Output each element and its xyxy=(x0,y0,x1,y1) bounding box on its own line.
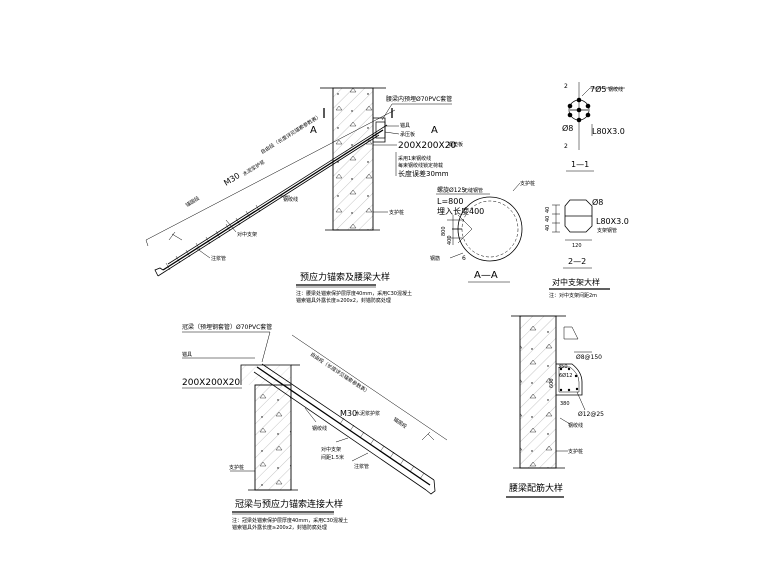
waist-beam-rebar-detail: Ø8@150 350 6Ø12 600 380 Ø12@25 钢绞线 支护桩 腰… xyxy=(506,315,604,498)
pipe-label-2: 注浆管 xyxy=(354,463,369,470)
s11-steel: L80X3.0 xyxy=(592,127,625,136)
spacer-detail-note: 注：对中支架间距2m xyxy=(549,292,597,299)
s22-h3: 40 xyxy=(545,225,551,231)
pvc-label-2: 冠梁（预埋钢套管）Ø70PVC套管 xyxy=(182,323,272,331)
wall-label-2: 支护桩 xyxy=(229,464,244,471)
strand-label-2: 钢绞线 xyxy=(312,425,327,432)
detail-2-crown-beam: 冠梁（预埋钢套管）Ø70PVC套管 锚具 200X200X20 M30 水泥浆护… xyxy=(182,323,448,531)
s22-title: 2—2 xyxy=(568,257,586,266)
anchor-seg-label-1: 锚固段 xyxy=(184,195,200,209)
s11-pipe: Ø8 xyxy=(562,123,573,133)
aa-title: A—A xyxy=(474,270,498,281)
spacer-label-2: 对中支架 xyxy=(321,446,341,453)
detail-1-note-1: 注：腰梁处锚索保护层厚度40mm，采用C30混凝土 xyxy=(296,290,412,297)
aa-steel: 钢筋 xyxy=(430,255,440,262)
spec-line-2: 每束钢绞线锁定荷载 xyxy=(398,162,443,169)
grout-label-2: 水泥浆护浆 xyxy=(355,410,380,417)
spec-line-1: 采用1束钢绞线 xyxy=(398,155,431,162)
aa-spiral-note: 无缝钢管 xyxy=(463,187,483,194)
detail-2-note-2: 锚索锚具外露长度≥200x2，封锚防腐处理 xyxy=(232,524,327,531)
detail-2-note-1: 注：冠梁处锚索保护层厚度40mm，采用C30混凝土 xyxy=(232,517,348,524)
aa-length: L=800 xyxy=(437,197,463,206)
anchor-segment-hatch xyxy=(165,204,261,271)
pvc-label-1: 腰梁内预埋Ø70PVC套管 xyxy=(386,95,452,103)
pad-label-1: 200X200X20 xyxy=(398,141,456,151)
s22-width: 120 xyxy=(572,243,582,249)
section-1-1: 7Ø5 钢绞线 Ø8 L80X3.0 2 2 1—1 xyxy=(562,82,625,172)
beam-rebar2: Ø12@25 xyxy=(578,411,604,418)
aa-protect: 支护桩 xyxy=(520,180,535,187)
detail-1-anchor-waist-beam: A A 腰梁内预埋Ø70PVC套管 锚具 承压板 200X200X20 钢垫板 … xyxy=(145,87,463,304)
s11-bars-note: 钢绞线 xyxy=(608,86,623,93)
beam-detail-title: 腰梁配筋大样 xyxy=(509,482,563,494)
s22-h2: 40 xyxy=(545,216,551,222)
wall-label-1: 支护桩 xyxy=(389,209,404,216)
s11-title: 1—1 xyxy=(571,160,589,169)
beam-dim-top: 350 xyxy=(558,364,568,370)
s11-mark-bottom: 2 xyxy=(564,143,568,150)
grout-label-1: 水泥浆护浆 xyxy=(241,159,266,178)
s22-pipe: Ø8 xyxy=(592,197,603,207)
beam-dim-w: 380 xyxy=(560,401,570,407)
grout-pipe-label-1: 注浆管 xyxy=(211,255,226,262)
spacer-label-1: 对中支架 xyxy=(237,231,257,238)
detail-1-title: 预应力锚索及腰梁大样 xyxy=(300,271,390,283)
aa-dim-2: 400 xyxy=(447,235,453,245)
beam-rebar: 6Ø12 xyxy=(559,372,572,379)
s11-bars: 7Ø5 xyxy=(590,84,606,94)
aa-depth: 埋入长度400 xyxy=(437,206,484,216)
aa-spiral: 螺旋Ø125 xyxy=(437,186,465,194)
beam-wall: 支护桩 xyxy=(568,448,583,455)
section-a-a: 800 400 螺旋Ø125 无缝钢管 L=800 埋入长度400 支护桩 钢筋… xyxy=(430,180,535,283)
anchor-label-2: 锚具 xyxy=(182,351,192,358)
beam-strand: 钢绞线 xyxy=(568,422,583,429)
anchor-segment-hatch-2 xyxy=(339,417,425,480)
pad-label-2: 200X200X20 xyxy=(182,378,240,388)
aa-seg6: 6 xyxy=(462,255,466,262)
section-2-2: 40 40 40 120 Ø8 L80X3.0 支架钢管 2—2 对中支架大样 … xyxy=(545,197,629,299)
detail-1-note-2: 锚索锚具外露长度≥200x2，封锚防腐处理 xyxy=(296,297,391,304)
s22-steel: L80X3.0 xyxy=(596,217,629,226)
s22-steel-note: 支架钢管 xyxy=(597,227,617,234)
beam-stirrup: Ø8@150 xyxy=(576,354,602,361)
free-length-label-2: 自由段（长度详见锚索参数表） xyxy=(309,351,371,396)
s11-mark-top: 2 xyxy=(564,83,568,90)
pad-suffix-1: 钢垫板 xyxy=(448,141,463,148)
strand-label-1: 钢绞线 xyxy=(283,196,298,203)
aa-dim-1: 800 xyxy=(441,226,447,236)
detail-2-title: 冠梁与预应力锚索连接大样 xyxy=(235,498,343,510)
plate-label-1: 承压板 xyxy=(400,131,415,138)
section-mark-a-right: A xyxy=(431,125,438,136)
s22-h1: 40 xyxy=(545,207,551,213)
spacer-sub-label-2: 间距1.5米 xyxy=(321,454,344,461)
spec-line-3: 长度误差30mm xyxy=(398,169,449,178)
m30-label-2: M30 xyxy=(340,409,357,418)
anchor-seg-label-2: 锚固段 xyxy=(392,416,408,430)
anchor-label-1: 锚具 xyxy=(400,122,410,129)
m30-label-1: M30 xyxy=(222,171,241,188)
beam-dim-h: 600 xyxy=(549,378,555,388)
spacer-detail-title: 对中支架大样 xyxy=(552,277,600,287)
section-mark-a-left: A xyxy=(310,125,317,136)
